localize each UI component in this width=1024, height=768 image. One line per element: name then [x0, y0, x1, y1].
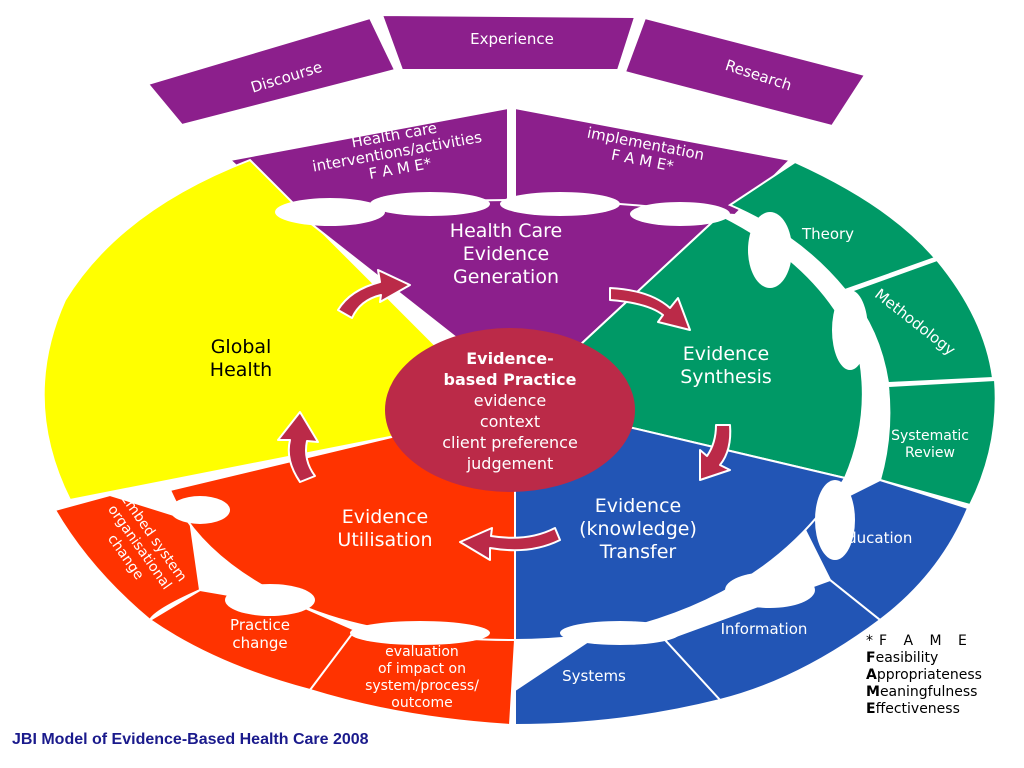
sector-global-health	[42, 158, 442, 502]
top-band-segment-experience	[380, 13, 637, 71]
center-circle	[385, 328, 635, 492]
inner-sectors	[42, 158, 864, 642]
fame-legend-item: Meaningfulness	[866, 684, 978, 700]
fame-band-right-segment	[514, 106, 793, 217]
arrow-global-to-generation	[337, 269, 411, 319]
top-band-segment-discourse	[146, 16, 397, 127]
sector-label-transfer: Evidence(knowledge)Transfer	[579, 495, 697, 563]
synthesis-ring	[727, 160, 997, 507]
transfer-ring-information	[663, 578, 882, 702]
ring-label-systems: Systems	[562, 667, 626, 685]
top-band	[146, 13, 867, 128]
cycle-arrows	[277, 269, 732, 561]
fame-legend: *F A M E Feasibility Appropriateness Mea…	[866, 633, 982, 718]
utilisation-ring-evaluation	[308, 628, 517, 727]
synthesis-ring-systematic-review	[878, 378, 997, 507]
fame-legend-item: Feasibility	[866, 650, 939, 666]
diagram-caption: JBI Model of Evidence-Based Health Care …	[12, 731, 369, 748]
ring-label-education: Education	[838, 529, 913, 547]
arrow-transfer-to-utilisation	[459, 527, 561, 561]
band-connector-lines	[299, 71, 721, 103]
center-circle-group	[385, 328, 635, 492]
arrow-utilisation-to-global	[277, 411, 319, 483]
arrow-generation-to-synthesis	[609, 287, 691, 331]
transfer-ring-systems	[514, 639, 722, 727]
fame-legend-item: Effectiveness	[866, 701, 960, 717]
utilisation-ring	[53, 493, 517, 727]
arrow-synthesis-to-transfer	[699, 424, 732, 481]
top-band-segment-research	[623, 16, 867, 128]
ring-label-theory: Theory	[801, 225, 854, 243]
top-band-label-experience: Experience	[470, 30, 554, 48]
fame-legend-item: Appropriateness	[866, 667, 982, 683]
scallop-decorations	[170, 192, 889, 645]
fame-legend-title: *F A M E	[866, 633, 973, 649]
ring-label-information: Information	[721, 620, 808, 638]
